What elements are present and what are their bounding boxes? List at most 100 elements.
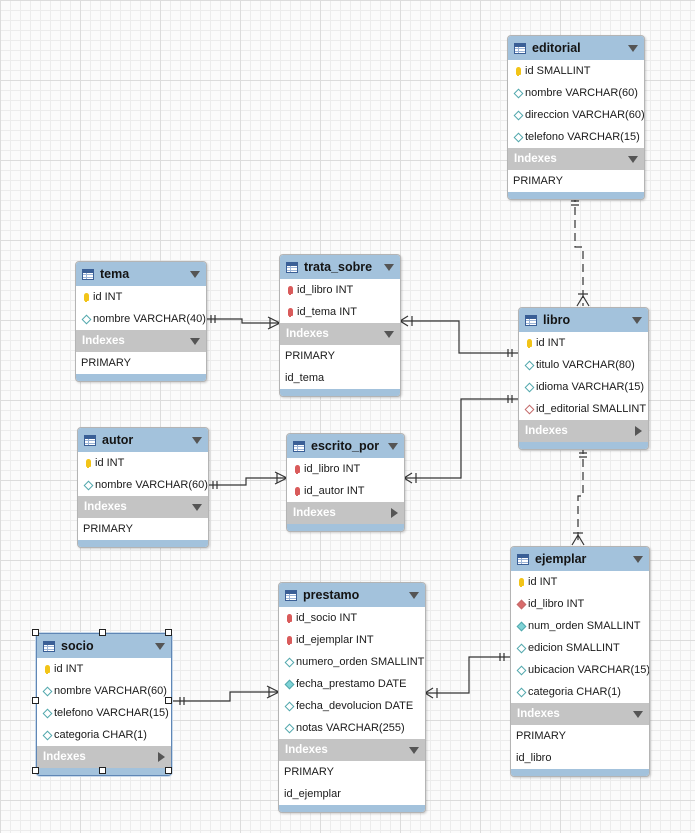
collapse-arrow-icon[interactable]	[192, 503, 202, 511]
indexes-header[interactable]: Indexes	[76, 330, 206, 352]
expand-arrow-icon[interactable]	[635, 426, 642, 436]
column-label: id_libro INT	[528, 598, 585, 610]
column-row[interactable]: id INT	[37, 658, 171, 680]
collapse-arrow-icon[interactable]	[628, 44, 638, 52]
column-row[interactable]: id_libro INT	[280, 279, 400, 301]
table-header[interactable]: editorial	[508, 36, 644, 60]
table-header[interactable]: tema	[76, 262, 206, 286]
index-row[interactable]: PRIMARY	[279, 761, 425, 783]
index-row[interactable]: PRIMARY	[78, 518, 208, 540]
collapse-arrow-icon[interactable]	[388, 442, 398, 450]
column-row[interactable]: nombre VARCHAR(60)	[508, 82, 644, 104]
indexes-header[interactable]: Indexes	[511, 703, 649, 725]
table-header[interactable]: trata_sobre	[280, 255, 400, 279]
table-header[interactable]: autor	[78, 428, 208, 452]
column-row[interactable]: id_libro INT	[287, 458, 404, 480]
table-libro[interactable]: libro id INT titulo VARCHAR(80) idioma V…	[518, 307, 649, 450]
collapse-arrow-icon[interactable]	[384, 263, 394, 271]
index-row[interactable]: PRIMARY	[511, 725, 649, 747]
table-header[interactable]: escrito_por	[287, 434, 404, 458]
table-escrito-por[interactable]: escrito_por id_libro INT id_autor INT In…	[286, 433, 405, 532]
table-header[interactable]: socio	[37, 634, 171, 658]
indexes-header[interactable]: Indexes	[78, 496, 208, 518]
table-editorial[interactable]: editorial id SMALLINT nombre VARCHAR(60)…	[507, 35, 645, 200]
column-row[interactable]: nombre VARCHAR(60)	[78, 474, 208, 496]
index-row[interactable]: id_tema	[280, 367, 400, 389]
column-row[interactable]: num_orden SMALLINT	[511, 615, 649, 637]
table-tema[interactable]: tema id INT nombre VARCHAR(40) Indexes P…	[75, 261, 207, 382]
table-prestamo[interactable]: prestamo id_socio INT id_ejemplar INT nu…	[278, 582, 426, 813]
index-row[interactable]: PRIMARY	[280, 345, 400, 367]
collapse-arrow-icon[interactable]	[155, 642, 165, 650]
index-row[interactable]: id_libro	[511, 747, 649, 769]
column-row[interactable]: id INT	[511, 571, 649, 593]
indexes-header[interactable]: Indexes	[37, 746, 171, 768]
collapse-arrow-icon[interactable]	[384, 330, 394, 338]
collapse-arrow-icon[interactable]	[633, 710, 643, 718]
column-row[interactable]: titulo VARCHAR(80)	[519, 354, 648, 376]
index-label: PRIMARY	[516, 730, 566, 742]
index-row[interactable]: id_ejemplar	[279, 783, 425, 805]
resize-handle-bottom-right[interactable]	[165, 767, 172, 774]
column-row[interactable]: idioma VARCHAR(15)	[519, 376, 648, 398]
column-row[interactable]: id_socio INT	[279, 607, 425, 629]
table-socio[interactable]: socio id INT nombre VARCHAR(60) telefono…	[36, 633, 172, 776]
column-row[interactable]: notas VARCHAR(255)	[279, 717, 425, 739]
expand-arrow-icon[interactable]	[158, 752, 165, 762]
resize-handle-bottom[interactable]	[99, 767, 106, 774]
index-row[interactable]: PRIMARY	[76, 352, 206, 374]
column-diamond-icon	[516, 687, 526, 697]
column-row[interactable]: telefono VARCHAR(15)	[37, 702, 171, 724]
column-row[interactable]: fecha_devolucion DATE	[279, 695, 425, 717]
table-header[interactable]: prestamo	[279, 583, 425, 607]
indexes-header[interactable]: Indexes	[519, 420, 648, 442]
collapse-arrow-icon[interactable]	[190, 270, 200, 278]
column-row[interactable]: telefono VARCHAR(15)	[508, 126, 644, 148]
resize-handle-top[interactable]	[99, 629, 106, 636]
resize-handle-top-right[interactable]	[165, 629, 172, 636]
column-row[interactable]: id_libro INT	[511, 593, 649, 615]
collapse-arrow-icon[interactable]	[628, 155, 638, 163]
table-trata-sobre[interactable]: trata_sobre id_libro INT id_tema INT Ind…	[279, 254, 401, 397]
indexes-header[interactable]: Indexes	[287, 502, 404, 524]
collapse-arrow-icon[interactable]	[409, 591, 419, 599]
column-row[interactable]: direccion VARCHAR(60)	[508, 104, 644, 126]
column-row[interactable]: id_autor INT	[287, 480, 404, 502]
column-row[interactable]: id INT	[519, 332, 648, 354]
resize-handle-left[interactable]	[32, 697, 39, 704]
column-row[interactable]: nombre VARCHAR(60)	[37, 680, 171, 702]
column-row[interactable]: fecha_prestamo DATE	[279, 673, 425, 695]
column-row[interactable]: id_editorial SMALLINT	[519, 398, 648, 420]
indexes-header[interactable]: Indexes	[280, 323, 400, 345]
table-header[interactable]: ejemplar	[511, 547, 649, 571]
collapse-arrow-icon[interactable]	[633, 555, 643, 563]
collapse-arrow-icon[interactable]	[190, 337, 200, 345]
table-autor[interactable]: autor id INT nombre VARCHAR(60) Indexes …	[77, 427, 209, 548]
column-row[interactable]: id_ejemplar INT	[279, 629, 425, 651]
collapse-arrow-icon[interactable]	[409, 746, 419, 754]
expand-arrow-icon[interactable]	[391, 508, 398, 518]
collapse-arrow-icon[interactable]	[632, 316, 642, 324]
resize-handle-top-left[interactable]	[32, 629, 39, 636]
resize-handle-bottom-left[interactable]	[32, 767, 39, 774]
column-row[interactable]: id SMALLINT	[508, 60, 644, 82]
column-label: direccion VARCHAR(60)	[525, 109, 645, 121]
column-row[interactable]: nombre VARCHAR(40)	[76, 308, 206, 330]
indexes-header[interactable]: Indexes	[508, 148, 644, 170]
table-header[interactable]: libro	[519, 308, 648, 332]
column-label: telefono VARCHAR(15)	[54, 707, 169, 719]
column-row[interactable]: id INT	[76, 286, 206, 308]
table-ejemplar[interactable]: ejemplar id INT id_libro INT num_orden S…	[510, 546, 650, 777]
column-row[interactable]: numero_orden SMALLINT	[279, 651, 425, 673]
column-row[interactable]: id_tema INT	[280, 301, 400, 323]
column-row[interactable]: categoria CHAR(1)	[511, 681, 649, 703]
column-row[interactable]: categoria CHAR(1)	[37, 724, 171, 746]
index-row[interactable]: PRIMARY	[508, 170, 644, 192]
indexes-header[interactable]: Indexes	[279, 739, 425, 761]
column-row[interactable]: id INT	[78, 452, 208, 474]
collapse-arrow-icon[interactable]	[192, 436, 202, 444]
column-row[interactable]: edicion SMALLINT	[511, 637, 649, 659]
resize-handle-right[interactable]	[165, 697, 172, 704]
column-row[interactable]: ubicacion VARCHAR(15)	[511, 659, 649, 681]
column-diamond-icon	[42, 708, 52, 718]
